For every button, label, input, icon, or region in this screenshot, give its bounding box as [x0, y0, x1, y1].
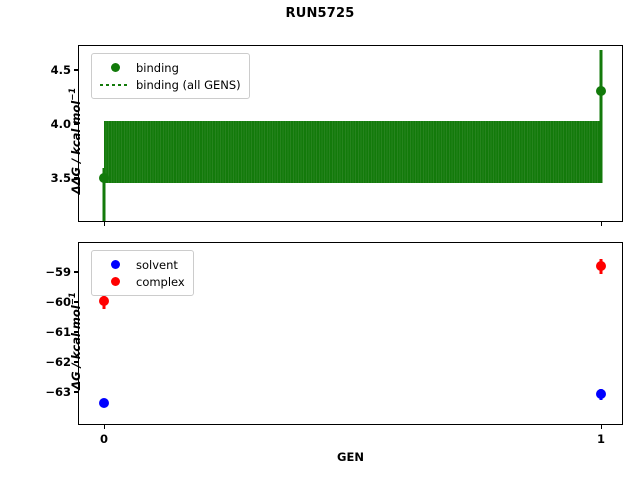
top-ylabel-text: ΔΔG / kcal mol	[68, 100, 83, 195]
binding-point-gen0	[99, 173, 109, 183]
legend-item-complex[interactable]: complex	[98, 273, 185, 290]
bottom-ytick--59	[74, 271, 79, 273]
bottom-xtick-1	[600, 424, 603, 429]
bottom-ytick--63	[74, 391, 79, 393]
complex-marker-icon	[98, 275, 132, 289]
legend-label-complex: complex	[136, 274, 185, 289]
complex-point-gen1	[596, 261, 606, 271]
top-plot-area	[79, 46, 622, 221]
binding-all-gens-line-icon	[98, 78, 132, 92]
bottom-panel-axes: −59 −60 −61 −62 −63 0 1	[45, 242, 623, 446]
top-xtick-1	[600, 221, 603, 226]
top-xtick-0	[103, 221, 106, 226]
top-ylabel-superscript: −1	[68, 87, 78, 101]
bottom-panel-ylabel: ΔG / kcal mol−1	[68, 261, 84, 421]
bottom-ytick-label--61: −61	[45, 325, 71, 339]
solvent-point-gen1	[596, 389, 606, 399]
top-ytick-4.5	[74, 69, 79, 71]
legend-item-binding-all-gens[interactable]: binding (all GENS)	[98, 76, 241, 93]
all-gens-band	[104, 121, 601, 183]
bottom-ytick-label--63: −63	[45, 385, 71, 399]
binding-point-gen1	[596, 86, 606, 96]
bottom-ylabel-superscript: −1	[68, 292, 78, 306]
bottom-ytick-label--62: −62	[45, 355, 71, 369]
legend-item-binding[interactable]: binding	[98, 59, 241, 76]
bottom-xtick-label-1: 1	[596, 432, 606, 446]
binding-errorbar-gen0	[102, 168, 106, 221]
solvent-marker-icon	[98, 258, 132, 272]
legend-item-solvent[interactable]: solvent	[98, 256, 185, 273]
bottom-ytick--62	[74, 361, 79, 363]
bottom-ylabel-text: ΔG / kcal mol	[68, 305, 83, 390]
top-ytick-4.0	[74, 123, 79, 125]
solvent-point-gen0	[99, 397, 109, 408]
binding-errorbar-gen1	[599, 50, 603, 182]
top-ytick-label-4.5: 4.5	[50, 63, 71, 77]
bottom-xtick-label-0: 0	[99, 432, 109, 446]
top-panel-ylabel: ΔΔG / kcal mol−1	[68, 61, 84, 221]
bottom-ytick-label--59: −59	[45, 265, 71, 279]
legend-label-solvent: solvent	[136, 257, 178, 272]
bottom-panel-legend[interactable]: solvent complex	[91, 250, 194, 296]
figure-xlabel: GEN	[337, 450, 364, 464]
bottom-ytick--61	[74, 331, 79, 333]
complex-point-gen0	[99, 296, 109, 306]
bottom-ytick-label--60: −60	[45, 295, 71, 309]
figure-title: RUN5725	[285, 6, 355, 21]
top-ytick-3.5	[74, 177, 79, 179]
bottom-ytick--60	[74, 301, 79, 303]
top-ytick-label-3.5: 3.5	[50, 171, 71, 185]
legend-label-binding: binding	[136, 60, 179, 75]
bottom-plot-area	[79, 243, 622, 424]
binding-marker-icon	[98, 61, 132, 75]
legend-label-binding-all-gens: binding (all GENS)	[136, 77, 241, 92]
top-panel-axes: 4.5 4.0 3.5 binding	[51, 45, 623, 226]
top-panel-legend[interactable]: binding binding (all GENS)	[91, 53, 250, 99]
top-ytick-label-4.0: 4.0	[50, 117, 71, 131]
bottom-xtick-0	[103, 424, 106, 429]
